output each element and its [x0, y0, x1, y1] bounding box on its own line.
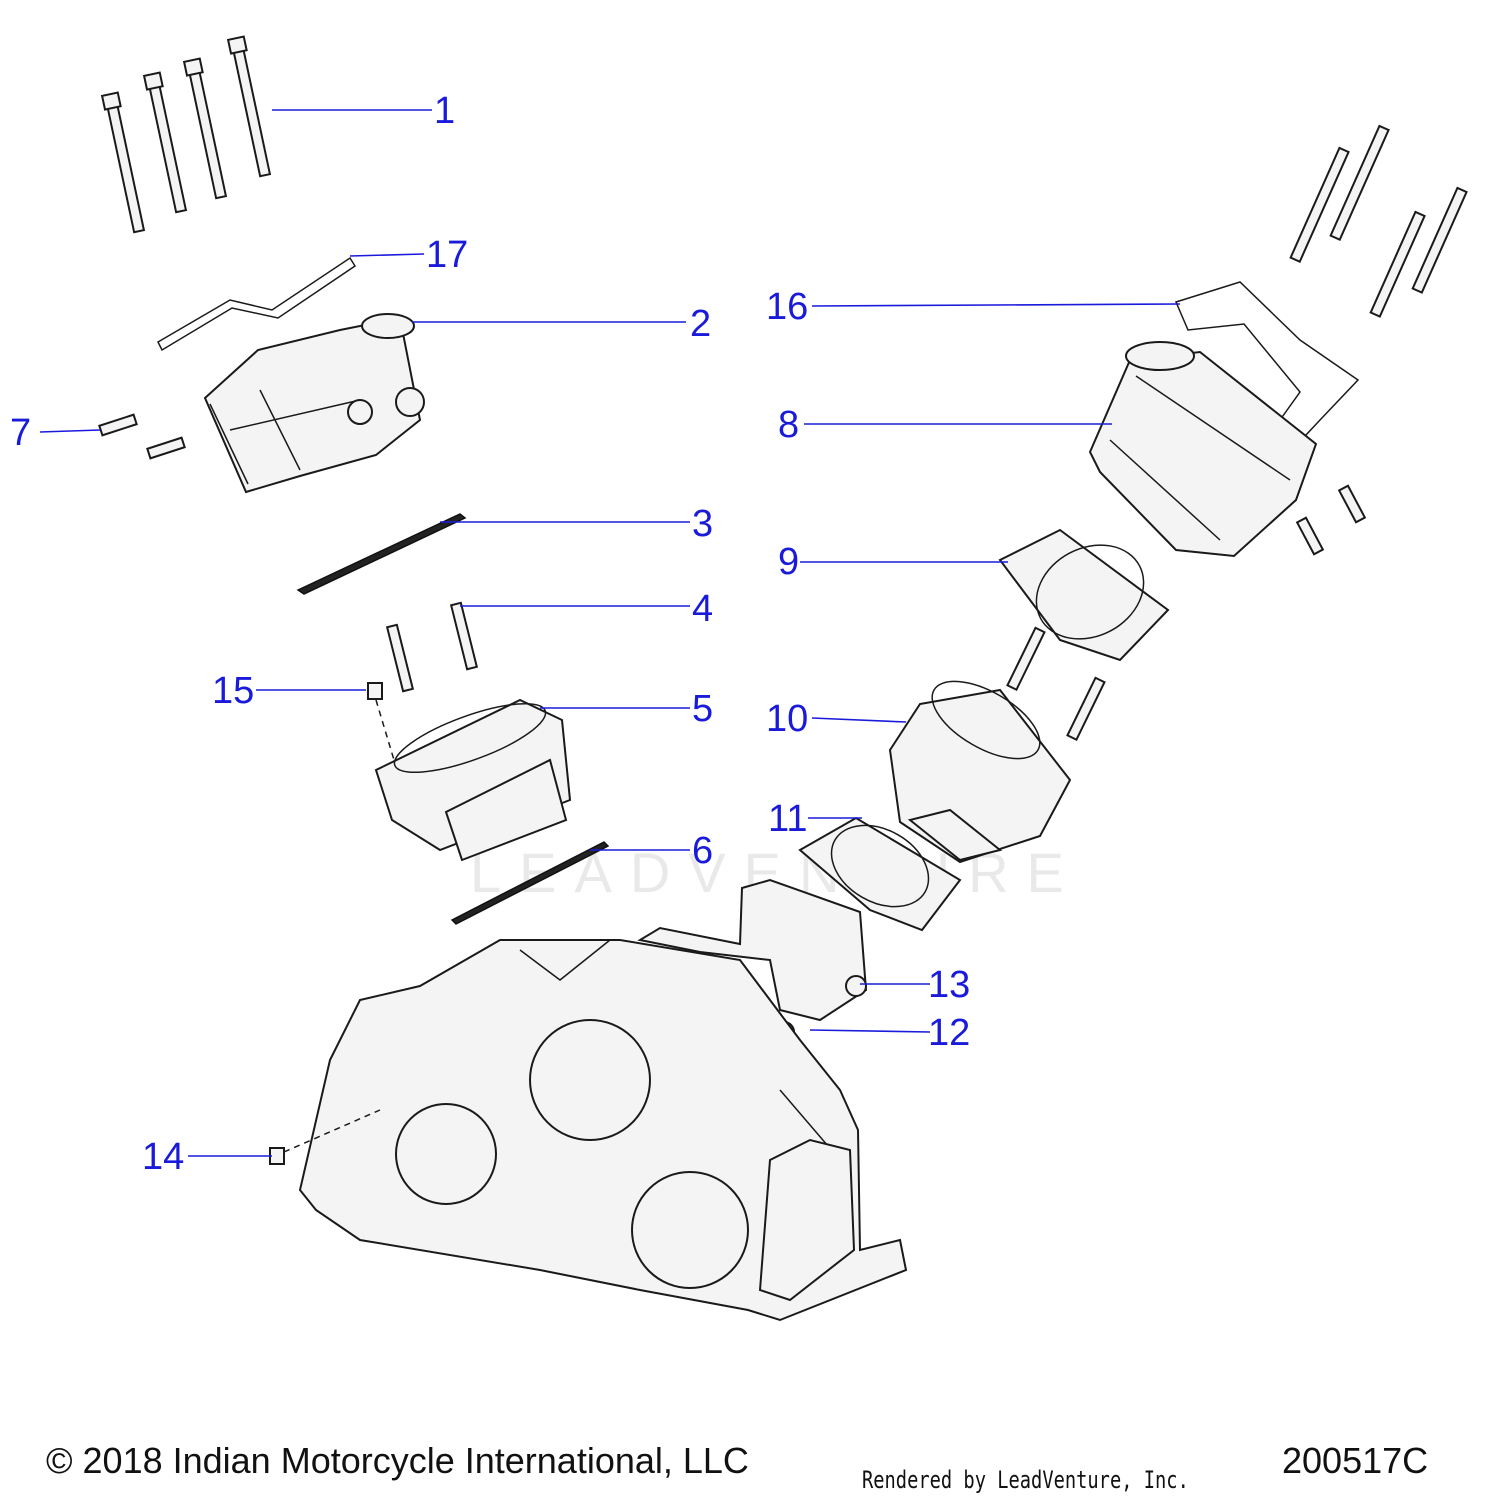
rear-cylinder-studs: [1006, 626, 1106, 742]
callout-12[interactable]: 12: [928, 1012, 971, 1054]
callout-17[interactable]: 17: [426, 234, 469, 276]
callout-8[interactable]: 8: [778, 404, 800, 446]
part-1-head-bolts[interactable]: [100, 35, 272, 234]
leader-lines: [39, 109, 1181, 1157]
callout-11[interactable]: 11: [768, 798, 808, 840]
part-7-dowel-pins[interactable]: [98, 413, 186, 460]
part-10-cylinder-rear[interactable]: [888, 666, 1072, 864]
part-2-cylinder-head-front[interactable]: [203, 313, 425, 494]
part-17-cover-gasket[interactable]: [157, 256, 357, 352]
part-8-cylinder-head-rear[interactable]: [1088, 341, 1318, 558]
part-15-cylinder-dowel[interactable]: [367, 682, 383, 700]
callout-9[interactable]: 9: [778, 541, 800, 583]
callout-14[interactable]: 14: [142, 1136, 185, 1178]
part-9-head-gasket-rear[interactable]: [998, 527, 1170, 662]
part-11-base-gasket-rear[interactable]: [798, 809, 962, 932]
rendered-by-text: Rendered by LeadVenture, Inc.: [862, 1466, 1189, 1494]
callout-5[interactable]: 5: [692, 688, 714, 730]
engine-crankcase[interactable]: [298, 939, 908, 1322]
part-5-cylinder-front[interactable]: [374, 690, 572, 862]
callout-4[interactable]: 4: [692, 588, 714, 630]
part-3-head-gasket-front[interactable]: [296, 513, 467, 595]
copyright-text: © 2018 Indian Motorcycle International, …: [46, 1440, 749, 1481]
callout-7[interactable]: 7: [10, 412, 32, 454]
part-6-base-gasket-front[interactable]: [450, 841, 610, 925]
diagram-code: 200517C: [1282, 1440, 1429, 1481]
callout-16[interactable]: 16: [766, 286, 809, 328]
callout-1[interactable]: 1: [434, 90, 456, 132]
callout-3[interactable]: 3: [692, 503, 714, 545]
callout-15[interactable]: 15: [212, 670, 255, 712]
callout-10[interactable]: 10: [766, 698, 809, 740]
callout-13[interactable]: 13: [928, 964, 971, 1006]
part-4-cylinder-studs[interactable]: [385, 601, 479, 693]
rear-head-bolts: [1289, 124, 1468, 318]
callout-2[interactable]: 2: [690, 303, 712, 345]
rear-dowel-pins: [1295, 484, 1367, 556]
callout-6[interactable]: 6: [692, 830, 714, 872]
